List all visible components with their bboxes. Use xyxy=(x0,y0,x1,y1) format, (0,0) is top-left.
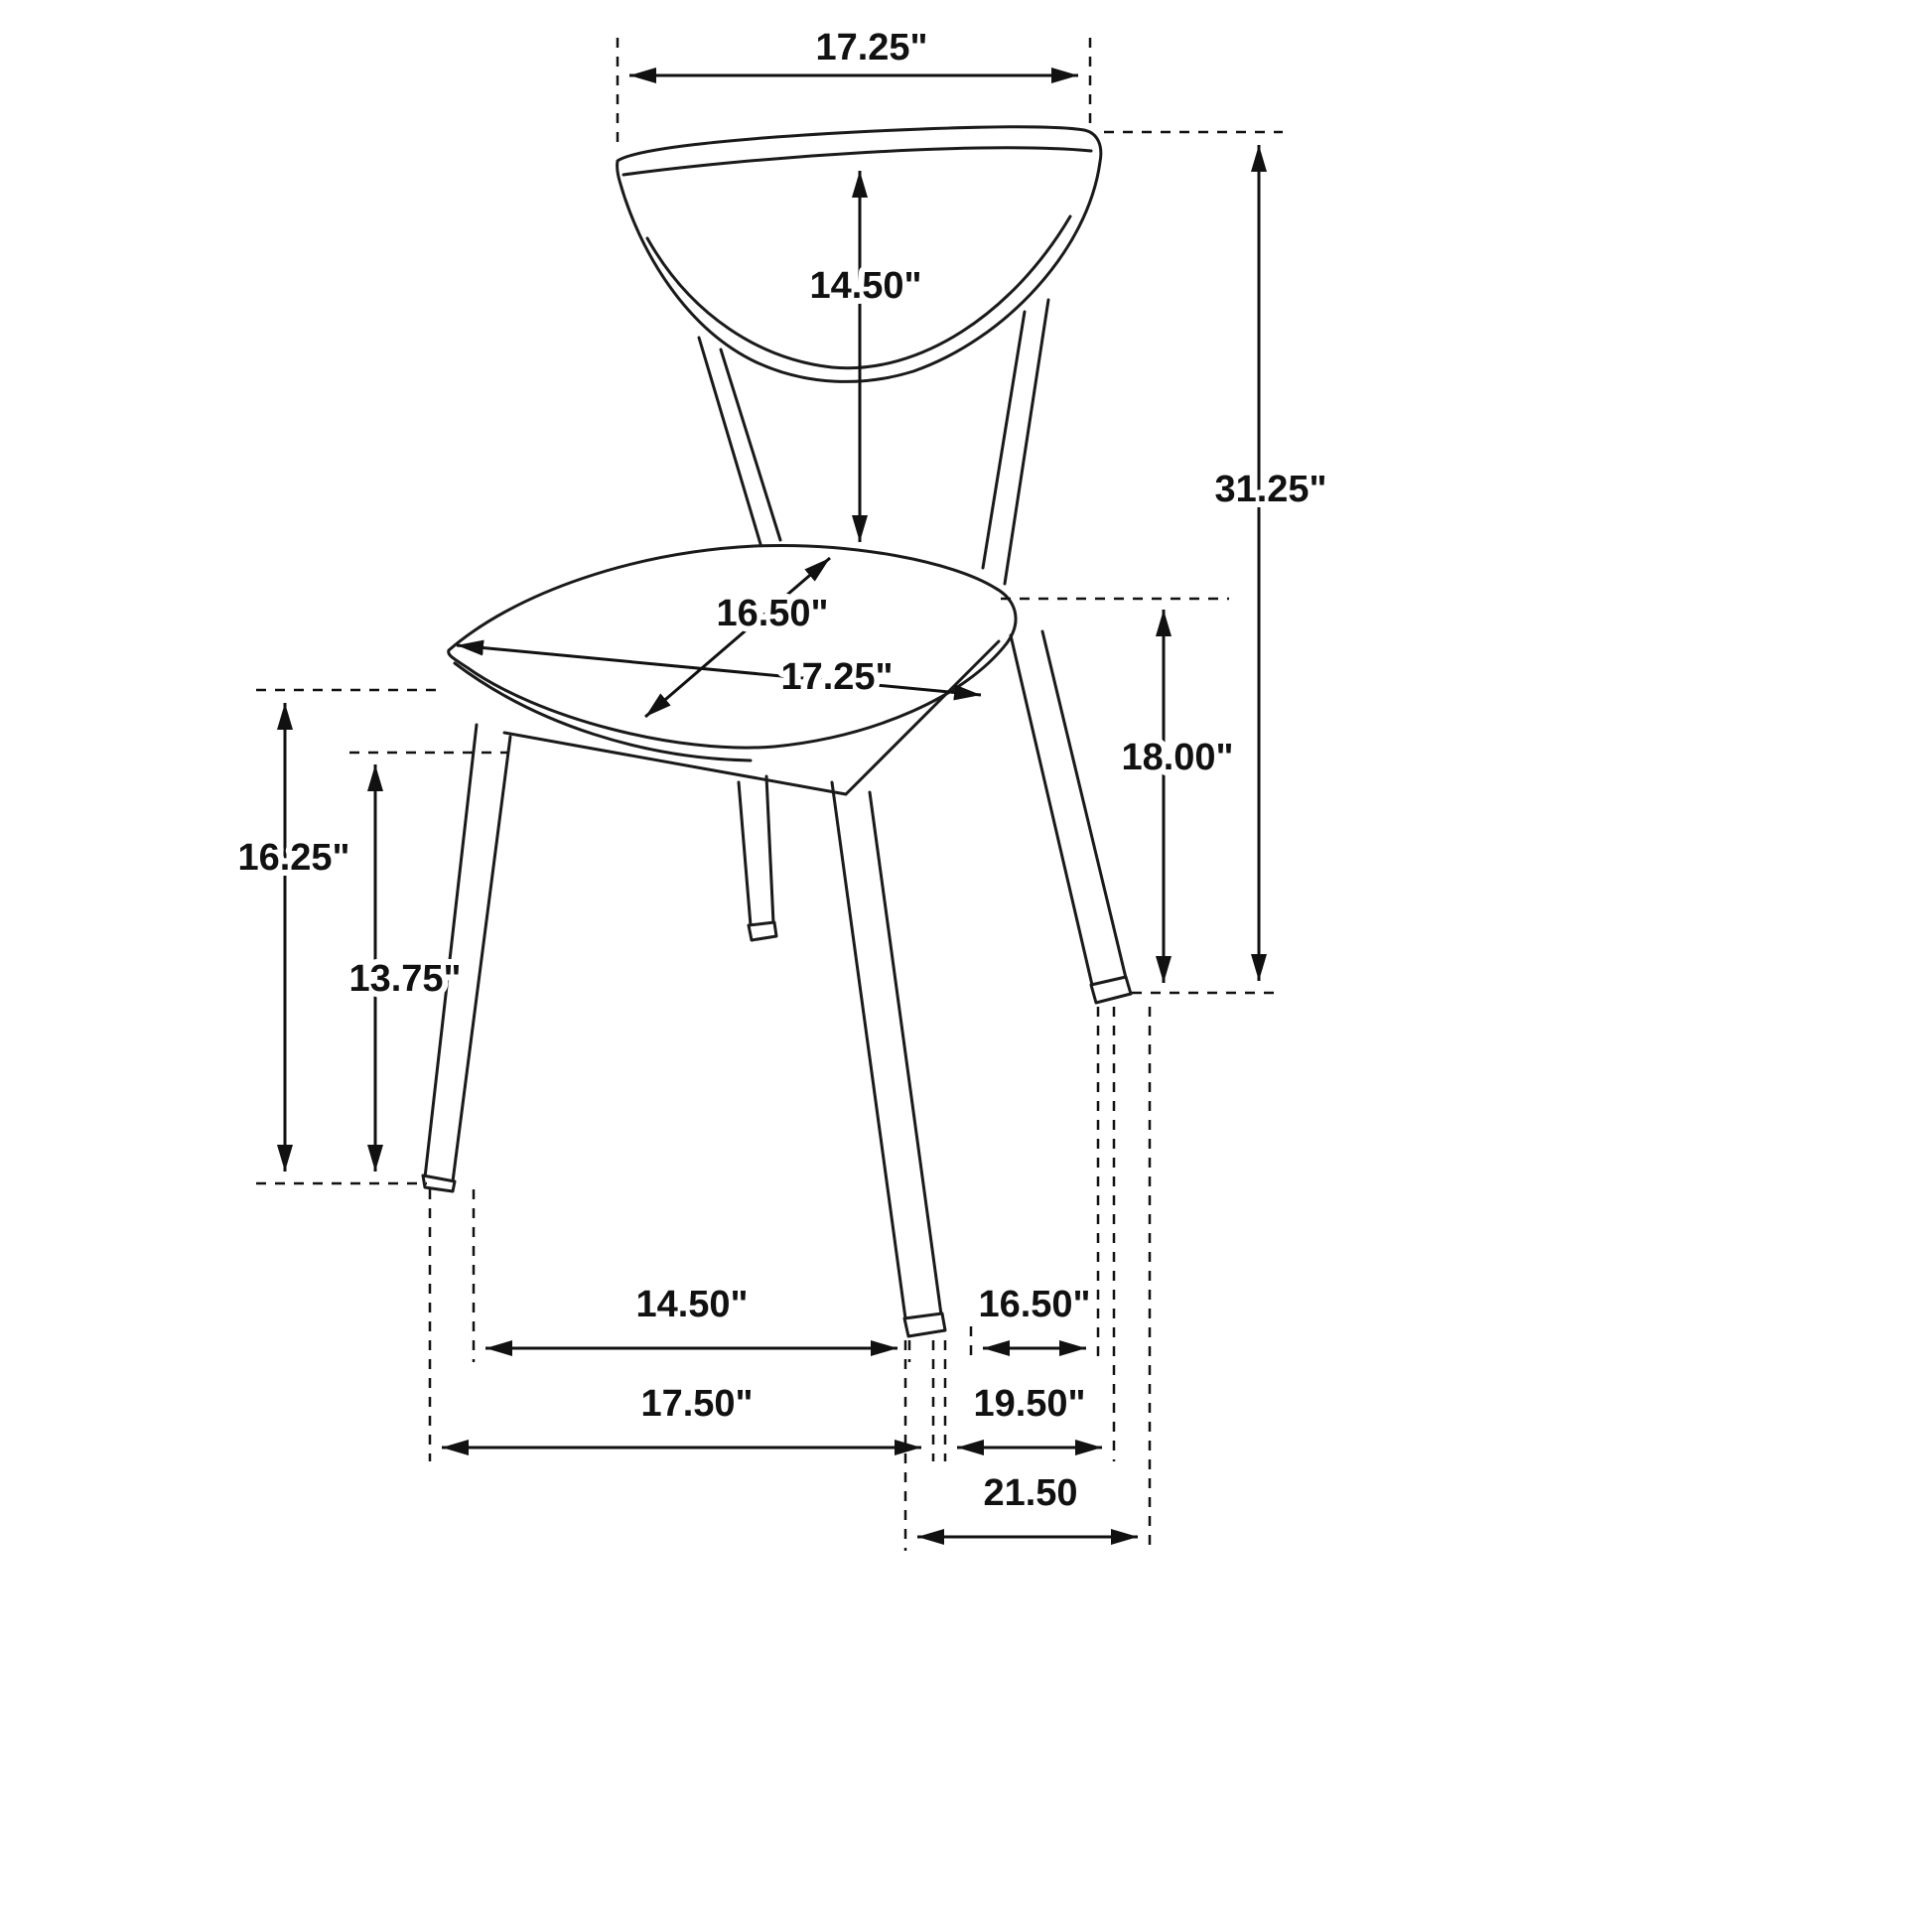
dim-label-back-width: 17.25" xyxy=(815,27,927,69)
dimension-seat-width: 17.25" xyxy=(456,639,982,704)
dimension-front-feet-span: 14.50" xyxy=(472,1189,911,1362)
dim-label-front-feet-span: 14.50" xyxy=(635,1284,748,1325)
extension-line xyxy=(472,1189,911,1362)
dimension-seat-height: 18.00" xyxy=(1001,597,1240,983)
extension-line xyxy=(1104,130,1283,995)
dim-label-base-front-width: 17.50" xyxy=(640,1383,753,1425)
front-left-foot xyxy=(421,1173,457,1193)
back-struts xyxy=(697,298,1050,586)
extension-line xyxy=(256,688,445,1185)
dim-label-front-to-back-gap: 16.50" xyxy=(978,1284,1090,1325)
dim-label-overall-height: 31.25" xyxy=(1214,469,1326,510)
dim-label-overall-depth: 21.50 xyxy=(983,1472,1077,1514)
left-strut xyxy=(697,336,782,546)
back-left-foot xyxy=(747,920,778,942)
dimension-line xyxy=(456,639,982,701)
backrest-top-seam xyxy=(621,146,1093,177)
dim-label-seat-depth: 16.50" xyxy=(716,593,828,634)
dim-label-back-height: 14.50" xyxy=(809,265,921,307)
dim-label-leg-height-inner: 13.75" xyxy=(348,958,461,1000)
dimension-overall-depth: 21.50 xyxy=(903,1007,1152,1551)
dimension-leg-height-outer: 16.25" xyxy=(231,688,445,1185)
extension-line xyxy=(943,1007,1116,1461)
dimension-leg-height-inner: 13.75" xyxy=(343,751,508,1172)
back-right-leg xyxy=(1009,629,1128,987)
chair-drawing xyxy=(421,125,1133,1338)
front-right-leg xyxy=(830,780,943,1320)
dimension-overall-height: 31.25" xyxy=(1104,130,1333,995)
dim-label-seat-width: 17.25" xyxy=(780,656,893,698)
backrest xyxy=(616,125,1103,383)
backrest-bottom-seam xyxy=(645,214,1072,370)
right-strut xyxy=(981,298,1050,586)
extension-line xyxy=(616,38,1092,149)
front-right-foot xyxy=(902,1311,947,1338)
seat-apron xyxy=(502,639,1001,796)
dim-label-base-side-span: 19.50" xyxy=(973,1383,1085,1425)
extension-line xyxy=(969,1007,1100,1362)
dim-label-leg-height-outer: 16.25" xyxy=(237,837,349,879)
back-right-foot xyxy=(1089,975,1133,1005)
dimension-base-side-span: 19.50" xyxy=(943,1007,1116,1461)
legs xyxy=(421,629,1133,1338)
seat-outline xyxy=(447,544,1018,750)
dim-label-seat-height: 18.00" xyxy=(1121,737,1233,778)
seat xyxy=(447,544,1018,796)
back-left-leg xyxy=(737,774,775,927)
dimension-back-width: 17.25" xyxy=(616,21,1092,149)
extension-line xyxy=(903,1007,1152,1551)
dimension-front-to-back-gap: 16.50" xyxy=(969,1007,1100,1362)
dimension-back-height: 14.50" xyxy=(803,171,928,542)
extension-line xyxy=(428,1189,935,1461)
front-left-leg xyxy=(423,723,512,1183)
backrest-outline xyxy=(616,125,1103,383)
dimension-base-front-width: 17.50" xyxy=(428,1189,935,1461)
